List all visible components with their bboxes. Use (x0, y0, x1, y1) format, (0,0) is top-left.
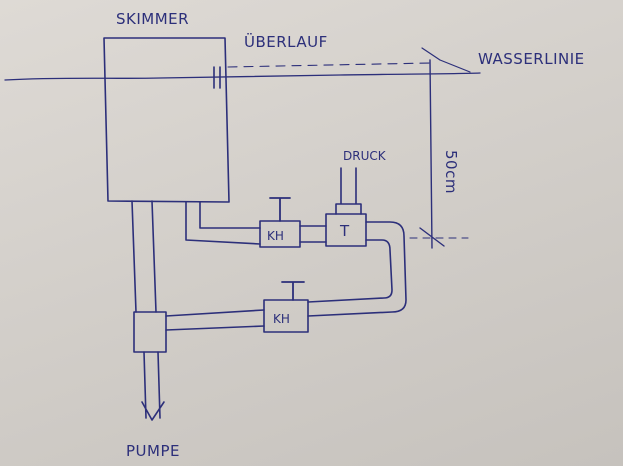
pressure-gauge-stem (335, 167, 362, 215)
skimmer-outlet-pipe (185, 201, 261, 245)
upper-valve-handle (269, 197, 291, 222)
overflow-label: ÜBERLAUF (244, 32, 328, 51)
water-line-dashed (227, 62, 431, 68)
lower-valve-body (263, 299, 309, 333)
skimmer-vertical-pipe (131, 200, 157, 313)
overflow-pipe (213, 66, 221, 89)
pump-arrow (141, 401, 165, 421)
depth-label: 50cm (442, 150, 460, 194)
pump-label: PUMPE (126, 442, 180, 460)
water-line (4, 72, 481, 81)
lower-valve-handle (281, 281, 305, 301)
upper-valve-label: KH (267, 229, 284, 243)
valve-junction-pipe (165, 309, 265, 331)
pump-pipe (143, 351, 161, 419)
skimmer-label: SKIMMER (116, 10, 189, 28)
valve-tee-pipe (299, 225, 327, 243)
depth-dimension-line (419, 59, 445, 249)
water-line-marker (421, 47, 471, 73)
junction-box (133, 311, 167, 353)
tee-fitting-body (325, 213, 367, 247)
pressure-label: DRUCK (343, 149, 387, 163)
return-pipe (307, 221, 407, 317)
lower-valve-label: KH (273, 312, 290, 326)
skimmer-box (103, 37, 230, 203)
tee-label: T (339, 222, 350, 240)
waterline-label: WASSERLINIE (478, 50, 585, 68)
